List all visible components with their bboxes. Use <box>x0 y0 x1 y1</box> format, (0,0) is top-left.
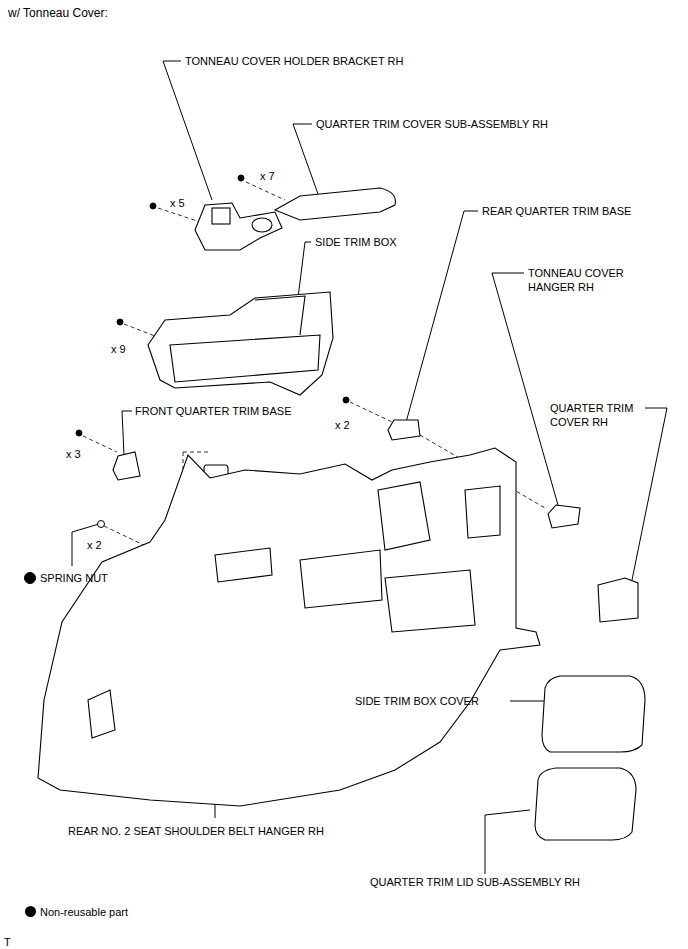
part-label: QUARTER TRIM COVER SUB-ASSEMBLY RH <box>316 117 548 131</box>
parts <box>38 188 645 840</box>
screw <box>343 397 349 403</box>
non-reusable-mark <box>25 573 36 584</box>
leader-line <box>485 810 530 874</box>
legend-swatch <box>25 906 36 917</box>
part-label: REAR QUARTER TRIM BASE <box>482 204 631 218</box>
part-label: REAR NO. 2 SEAT SHOULDER BELT HANGER RH <box>68 824 324 838</box>
dash-line <box>83 436 117 452</box>
dash-line <box>246 182 285 200</box>
rear-quarter-trim-base <box>388 420 420 440</box>
part-label: x 3 <box>66 447 81 461</box>
panel-pocket <box>215 548 272 582</box>
leader-line <box>510 701 545 702</box>
front-quarter-trim-base <box>113 452 140 480</box>
side-trim-box-tray <box>170 335 320 382</box>
dash-line <box>183 452 210 453</box>
part-label: TONNEAU COVER HOLDER BRACKET RH <box>185 54 403 68</box>
leader-line <box>163 61 212 200</box>
part-label: x 7 <box>260 169 275 183</box>
side-trim-box <box>148 292 333 395</box>
panel-recess <box>88 690 115 738</box>
leader-line <box>405 211 478 426</box>
panel-opening <box>465 486 500 538</box>
side-trim-box-cover <box>542 676 645 752</box>
leader-line <box>298 242 311 298</box>
part-label: x 2 <box>87 538 102 552</box>
quarter-trim-panel <box>38 448 540 806</box>
screw <box>150 203 156 209</box>
panel-opening <box>378 482 430 550</box>
part-label: QUARTER TRIM LID SUB-ASSEMBLY RH <box>370 875 580 889</box>
part-label: QUARTER TRIM COVER RH <box>550 401 642 429</box>
leader-line <box>632 408 667 580</box>
screw <box>117 319 123 325</box>
part-label: x 9 <box>111 342 126 356</box>
part-label: SIDE TRIM BOX <box>315 235 397 249</box>
legend-text: Non-reusable part <box>40 905 128 919</box>
side-trim-box-wall <box>255 296 305 335</box>
quarter-trim-lid <box>535 768 636 840</box>
part-label: SPRING NUT <box>40 571 108 585</box>
part-label: FRONT QUARTER TRIM BASE <box>135 404 291 418</box>
screws <box>25 175 350 584</box>
spring-nut <box>98 521 105 528</box>
part-label: SIDE TRIM BOX COVER <box>355 694 479 708</box>
part-label: x 2 <box>335 418 350 432</box>
leader-line <box>122 411 132 455</box>
screw <box>76 430 82 436</box>
panel-grille <box>300 550 382 608</box>
tonneau-cover-hanger <box>548 505 580 528</box>
panel-opening <box>385 570 475 632</box>
dash-line <box>350 402 392 422</box>
dash-line <box>158 208 200 222</box>
screw <box>238 175 244 181</box>
quarter-trim-cover <box>275 188 395 220</box>
part-label: TONNEAU COVER HANGER RH <box>528 266 628 294</box>
bracket-boss <box>252 218 272 232</box>
holder-bracket <box>195 203 282 250</box>
page-title: w/ Tonneau Cover: <box>8 6 108 21</box>
bracket-hole <box>212 208 230 224</box>
part-label: T <box>4 935 11 949</box>
leader-line <box>293 124 318 194</box>
quarter-trim-cover-rh <box>598 578 638 622</box>
part-label: x 5 <box>170 196 185 210</box>
